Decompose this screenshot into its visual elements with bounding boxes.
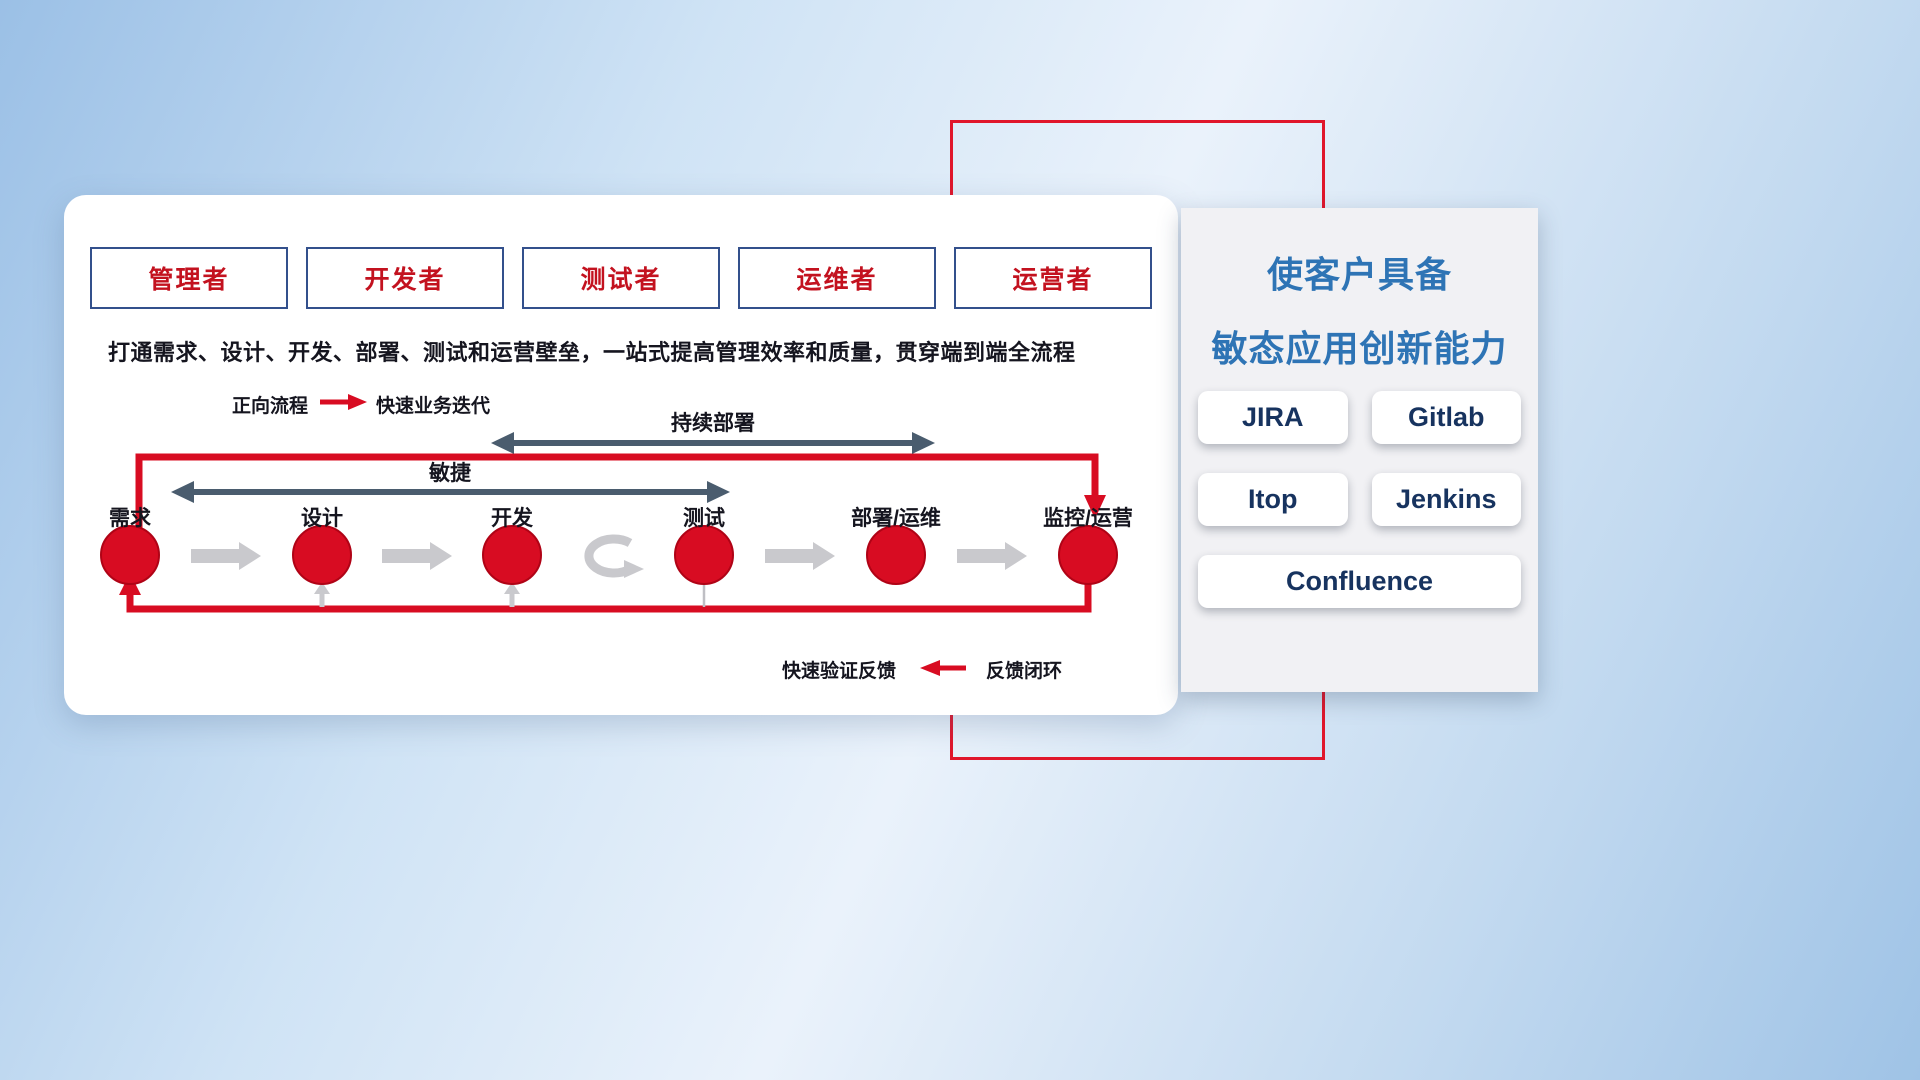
role-box-developer: 开发者 — [306, 247, 504, 309]
up-arrow-icon — [314, 582, 330, 594]
tool-confluence: Confluence — [1198, 555, 1521, 608]
stage-label-monitor-operate: 监控/运营 — [1043, 507, 1133, 530]
panel-title: 使客户具备 敏态应用创新能力 — [1181, 238, 1538, 386]
stage-node — [100, 525, 160, 585]
description-text: 打通需求、设计、开发、部署、测试和运营壁垒，一站式提高管理效率和质量，贯穿端到端… — [108, 340, 1076, 365]
stage-node — [866, 525, 926, 585]
forward-legend-label: 正向流程 — [232, 396, 309, 417]
left-arrow-icon — [920, 660, 940, 676]
stage-node — [1058, 525, 1118, 585]
role-label: 运营者 — [1012, 266, 1094, 294]
tool-jira: JIRA — [1198, 391, 1348, 444]
forward-arrow-icon — [382, 542, 452, 570]
feedback-legend-label: 反馈闭环 — [985, 661, 1063, 682]
tool-jenkins: Jenkins — [1371, 473, 1521, 526]
tools-grid: JIRA Gitlab Itop Jenkins Confluence — [1198, 391, 1521, 608]
stage-label-test: 测试 — [683, 507, 725, 530]
feedback-legend-value: 快速验证反馈 — [781, 661, 897, 682]
tool-itop: Itop — [1198, 473, 1348, 526]
agile-arrow-icon — [171, 481, 730, 503]
role-label: 开发者 — [364, 266, 446, 294]
stage-node — [292, 525, 352, 585]
role-label: 管理者 — [148, 266, 230, 294]
role-box-operator: 运营者 — [954, 247, 1152, 309]
forward-arrow-icon — [957, 542, 1027, 570]
stage-label-deploy-ops: 部署/运维 — [851, 507, 941, 530]
forward-arrow-icon — [191, 542, 261, 570]
stage-label-develop: 开发 — [491, 507, 533, 530]
forward-arrow-icon — [765, 542, 835, 570]
stage-label-requirements: 需求 — [109, 507, 151, 530]
stage-label-design: 设计 — [301, 507, 343, 530]
legend-arrows — [320, 394, 966, 676]
stage-nodes — [100, 525, 1118, 585]
continuous-deploy-label: 持续部署 — [671, 412, 755, 435]
tool-gitlab: Gitlab — [1371, 391, 1521, 444]
role-label: 运维者 — [796, 266, 878, 294]
iteration-loop-icon — [584, 534, 644, 578]
flow-diagram — [100, 394, 1118, 676]
stage-node — [674, 525, 734, 585]
capability-panel: 使客户具备 敏态应用创新能力 JIRA Gitlab Itop Jenkins … — [1181, 208, 1538, 692]
role-box-manager: 管理者 — [90, 247, 288, 309]
role-label: 测试者 — [580, 266, 662, 294]
feedback-connectors — [314, 582, 706, 607]
stage-node — [482, 525, 542, 585]
agile-label: 敏捷 — [429, 462, 471, 485]
devops-flow-card: 管理者 开发者 测试者 运维者 运营者 打通需求、设计、开发、部署、测试和运营壁… — [64, 195, 1178, 715]
role-box-ops: 运维者 — [738, 247, 936, 309]
feedback-red-loop — [119, 573, 1092, 613]
forward-legend-value: 快速业务迭代 — [376, 396, 491, 417]
role-box-tester: 测试者 — [522, 247, 720, 309]
right-arrow-icon — [348, 394, 367, 410]
roles-row: 管理者 开发者 测试者 运维者 运营者 — [90, 247, 1152, 309]
down-arrow-icon — [1084, 495, 1106, 519]
stage-connector-arrows — [191, 542, 1027, 570]
forward-red-loop — [135, 453, 1106, 529]
panel-title-line1: 使客户具备 — [1266, 254, 1452, 295]
continuous-deploy-arrow-icon — [491, 432, 935, 454]
panel-title-line2: 敏态应用创新能力 — [1211, 328, 1508, 369]
up-arrow-icon — [504, 582, 520, 594]
